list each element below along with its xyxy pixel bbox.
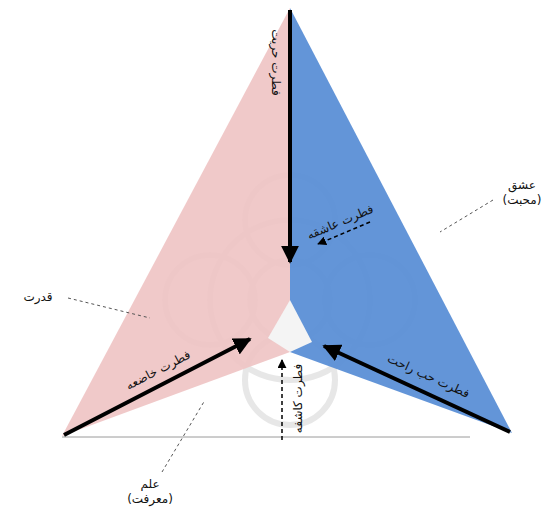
power-region (62, 8, 290, 436)
leader-line (162, 400, 205, 472)
leader-line (440, 200, 493, 232)
region-label: فطرت کاشفه (292, 363, 307, 432)
love-region (290, 8, 512, 433)
freedom-arrow (288, 10, 292, 262)
region-label: علم (معرفت) (127, 477, 173, 507)
comfort-arrow (324, 346, 510, 432)
unveiling-arrow (281, 360, 283, 440)
base-line (62, 437, 470, 438)
region-label: عشق (محبت) (503, 178, 542, 208)
region-label: فطرت حریت (267, 29, 282, 95)
submission-arrow (64, 339, 250, 435)
region-label: قدرت (23, 290, 52, 305)
center-gap (268, 300, 312, 352)
leader-line (68, 298, 150, 318)
